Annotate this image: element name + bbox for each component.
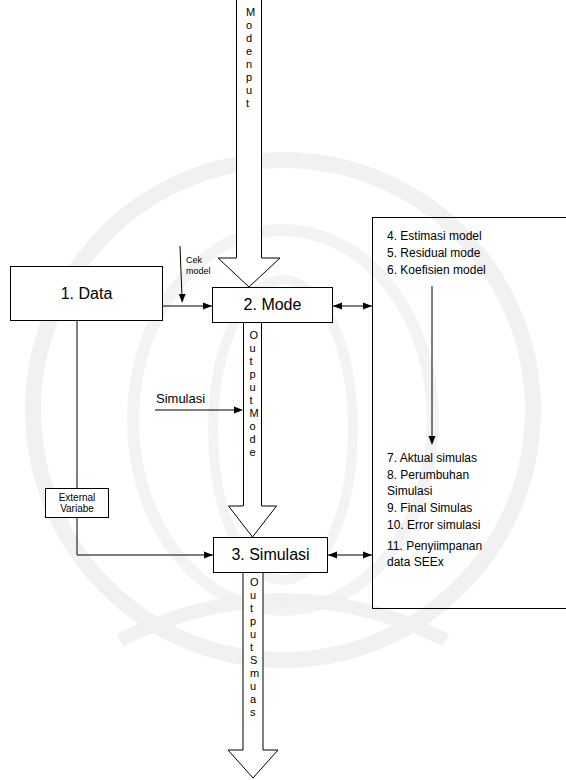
arrowhead: [333, 303, 342, 310]
cek-model-arrow: [179, 246, 186, 303]
connector: [229, 506, 277, 537]
step-text: 4. Estimasi model: [387, 228, 505, 244]
box-text: 3. Simulasi: [231, 546, 309, 564]
step-text: 9. Final Simulas: [387, 500, 505, 516]
arrow-outline-path: [228, 573, 278, 779]
arrowhead: [204, 552, 213, 559]
watermark-base: [120, 600, 446, 640]
step-text: 8. Perumbuhan Simulasi: [387, 467, 505, 499]
step-text: 6. Koefisien model: [387, 262, 505, 278]
watermark-ring: [33, 160, 533, 660]
connector-line: [77, 321, 78, 488]
variable-box: External Variabe: [45, 488, 109, 518]
arrowhead: [363, 303, 372, 310]
step-panel: 4. Estimasi model5. Residual mode6. Koef…: [372, 217, 566, 609]
vertical-text: Output Mode: [249, 329, 255, 459]
vertical-text: Output Smuas: [250, 576, 256, 719]
output-band: Output Mode: [243, 322, 262, 506]
arrowhead: [328, 552, 337, 559]
box-text: External Variabe: [50, 492, 104, 514]
input-band: Mode nput: [236, 0, 262, 258]
connector-line: [77, 518, 213, 555]
arrowhead: [203, 303, 212, 310]
note-label: Cek model: [186, 255, 216, 277]
connector: [333, 303, 372, 310]
connector: [77, 321, 78, 488]
connector: [218, 258, 280, 287]
simulasi-arrow: [155, 407, 243, 414]
connector: [163, 303, 212, 310]
process-box: 1. Data: [10, 266, 163, 321]
step-text: 10. Error simulasi: [387, 517, 505, 533]
output-arrow: Output Smuas: [227, 572, 279, 779]
step-text: 5. Residual mode: [387, 245, 505, 261]
signal-label: Simulasi: [156, 391, 226, 406]
panel-flow-arrow: [429, 286, 436, 445]
box-text: 1. Data: [61, 285, 113, 303]
vertical-text: Mode nput: [246, 6, 252, 110]
process-box: 3. Simulasi: [213, 537, 328, 573]
connector: [328, 552, 372, 559]
hollow-arrowhead: [229, 506, 277, 537]
arrowhead: [363, 552, 372, 559]
hollow-arrowhead: [218, 258, 280, 287]
step-text: 11. Penyiimpanan data SEEx: [387, 538, 505, 570]
box-text: 2. Mode: [244, 296, 302, 314]
connector: [77, 518, 213, 559]
watermark-petal: [213, 280, 353, 580]
process-box: 2. Mode: [212, 287, 333, 323]
step-text: 7. Aktual simulas: [387, 450, 505, 466]
